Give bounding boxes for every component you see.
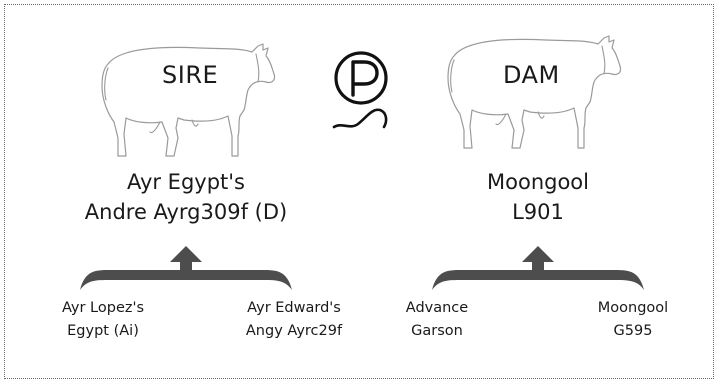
dam-grandsire: Advance Garson [382,297,492,343]
sire-grandsire: Ayr Lopez's Egypt (Ai) [38,297,168,343]
polled-badge-icon [332,51,388,129]
sire-name: Ayr Egypt's Andre Ayrg309f (D) [80,167,292,227]
dam-granddam: Moongool G595 [578,297,688,343]
dam-lineage-bracket [432,246,644,290]
dam-name-line1: Moongool [487,170,589,194]
dam-granddam-line1: Moongool [597,300,669,316]
dam-name-line2: L901 [512,200,564,224]
sire-name-line2: Andre Ayrg309f (D) [84,200,288,224]
dam-cow-outline [447,35,622,149]
dam-grandsire-line1: Advance [405,300,469,316]
sire-granddam-line2: Angy Ayrc29f [245,323,343,339]
dam-label: DAM [503,61,560,89]
sire-grandsire-line1: Ayr Lopez's [61,300,145,316]
dam-granddam-line2: G595 [613,323,653,339]
pedigree-frame [4,4,714,379]
dam-grandsire-line2: Garson [411,323,463,339]
sire-granddam-line1: Ayr Edward's [247,300,341,316]
dam-name: Moongool L901 [432,167,644,227]
sire-granddam: Ayr Edward's Angy Ayrc29f [224,297,364,343]
sire-lineage-bracket [80,246,292,290]
sire-label: SIRE [162,61,219,89]
sire-name-line1: Ayr Egypt's [127,170,245,194]
sire-grandsire-line2: Egypt (Ai) [67,323,139,339]
